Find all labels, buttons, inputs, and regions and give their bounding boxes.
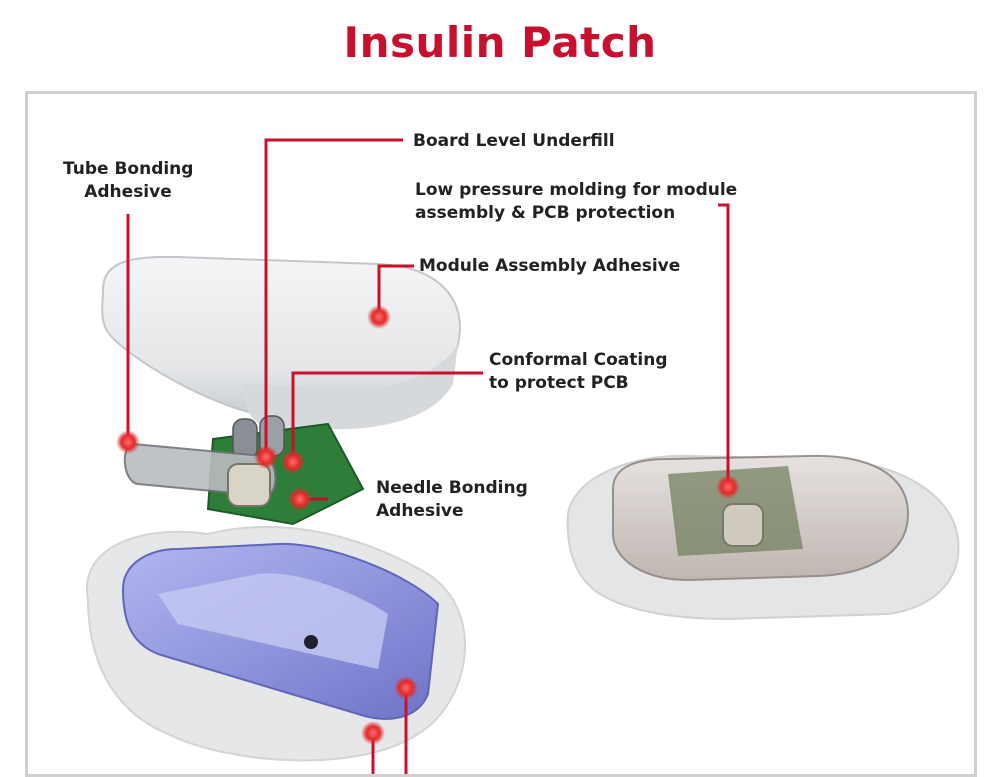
hotspot-low-pressure: [716, 475, 740, 499]
label-needle-bonding-line2: Adhesive: [376, 501, 464, 521]
label-tube-bonding-line2: Adhesive: [84, 182, 172, 202]
page-title: Insulin Patch: [343, 18, 657, 67]
hotspots: [116, 305, 740, 745]
hotspot-needle: [288, 487, 312, 511]
label-conformal-line2: to protect PCB: [489, 373, 629, 393]
plunger: [227, 463, 271, 507]
hotspot-bottom-1: [394, 676, 418, 700]
label-conformal-coating: Conformal Coating to protect PCB: [489, 349, 668, 395]
diagram-frame: Board Level Underfill Tube Bonding Adhes…: [25, 91, 977, 777]
label-tube-bonding-line1: Tube Bonding: [63, 159, 194, 179]
label-needle-bonding-line1: Needle Bonding: [376, 478, 528, 498]
hotspot-conformal: [281, 450, 305, 474]
top-cover-rim: [243, 344, 458, 430]
label-board-level-underfill: Board Level Underfill: [413, 131, 615, 151]
insulin-patch-illustration: [85, 138, 960, 774]
label-module-assembly-adhesive: Module Assembly Adhesive: [419, 256, 681, 276]
hotspot-tube-bonding: [116, 430, 140, 454]
callout-conformal: [291, 371, 483, 460]
callout-low-pressure: [718, 203, 730, 487]
hotspot-board-underfill: [254, 445, 278, 469]
label-low-pressure-molding: Low pressure molding for module assembly…: [415, 179, 737, 225]
blue-base-inner: [158, 573, 388, 669]
base-hole: [304, 635, 318, 649]
label-needle-bonding: Needle Bonding Adhesive: [376, 477, 528, 523]
callout-board-underfill: [264, 138, 403, 451]
hotspot-bottom-2: [361, 721, 385, 745]
clear-housing-plunger: [722, 503, 764, 547]
label-low-pressure-line2: assembly & PCB protection: [415, 203, 676, 223]
hotspot-module-assembly: [367, 305, 391, 329]
label-tube-bonding: Tube Bonding Adhesive: [63, 158, 193, 204]
callout-module-assembly: [377, 264, 414, 317]
label-low-pressure-line1: Low pressure molding for module: [415, 180, 738, 200]
label-conformal-line1: Conformal Coating: [489, 350, 668, 370]
